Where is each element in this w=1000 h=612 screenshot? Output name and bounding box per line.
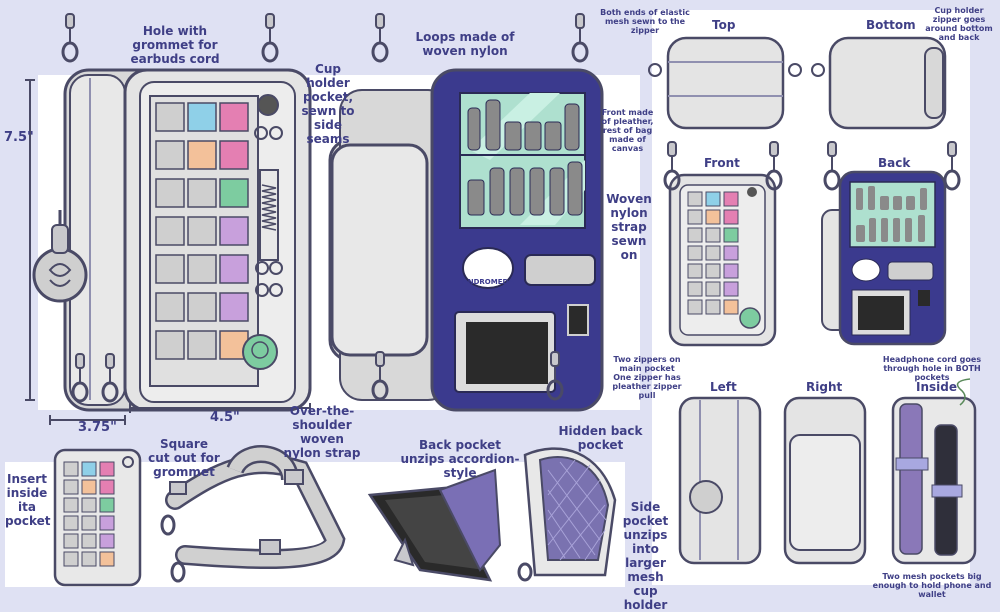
front-bag-illustration <box>25 12 312 425</box>
annotation-two-zippers: Two zippers on main pocket One zipper ha… <box>612 355 682 400</box>
bottom-view-illustration <box>811 36 947 130</box>
annotation-strap-sewn: Woven nylon strap sewn on <box>606 192 652 262</box>
annotation-headphone-cord: Headphone cord goes through hole in BOTH… <box>882 355 982 382</box>
annotation-front-material: Front made of pleather, rest of bag made… <box>601 108 654 153</box>
view-title-top: Top <box>712 18 736 32</box>
left-view-illustration <box>678 396 762 565</box>
annotation-cup-holder-zipper: Cup holder zipper goes around bottom and… <box>925 6 993 42</box>
view-title-right: Right <box>806 380 843 394</box>
right-view-illustration <box>783 396 867 565</box>
back-view-illustration <box>821 140 961 346</box>
annotation-back-pocket: Back pocket unzips accordion-style <box>400 438 520 480</box>
annotation-mesh-ends: Both ends of elastic mesh sewn to the zi… <box>600 8 690 35</box>
annotation-hidden-pocket: Hidden back pocket <box>558 424 643 452</box>
front-view-illustration <box>663 140 783 347</box>
strap-illustration <box>160 445 346 583</box>
insert-card-illustration <box>53 448 142 587</box>
view-title-left: Left <box>710 380 737 394</box>
annotation-loops: Loops made of woven nylon <box>415 30 515 58</box>
annotation-mesh-pockets: Two mesh pockets big enough to hold phon… <box>872 572 992 599</box>
annotation-cup-holder-pocket: Cup holder pocket, sewn to side seams <box>301 62 355 146</box>
back-pocket-open-illustration <box>367 468 502 582</box>
annotation-insert: Insert inside ita pocket <box>5 472 51 528</box>
dimension-depth: 3.75" <box>78 420 117 435</box>
annotation-square-cutout: Square cut out for grommet <box>148 437 220 479</box>
vending-logo-text: ANDROMEDA <box>462 278 514 286</box>
view-title-bottom: Bottom <box>866 18 916 32</box>
view-title-back: Back <box>878 156 911 170</box>
annotation-grommet-hole: Hole with grommet for earbuds cord <box>130 24 220 66</box>
view-title-front: Front <box>704 156 740 170</box>
view-title-inside: Inside <box>916 380 957 394</box>
top-view-illustration <box>648 36 802 130</box>
side-mesh-pocket-illustration <box>517 447 617 582</box>
dimension-width: 4.5" <box>210 410 240 425</box>
dimension-height: 7.5" <box>4 130 34 145</box>
annotation-over-shoulder: Over-the-shoulder woven nylon strap <box>283 404 361 460</box>
annotation-side-pocket: Side pocket unzips into larger mesh cup … <box>622 500 669 612</box>
inside-view-illustration <box>891 378 977 565</box>
back-bag-illustration: ANDROMEDA <box>328 12 604 412</box>
